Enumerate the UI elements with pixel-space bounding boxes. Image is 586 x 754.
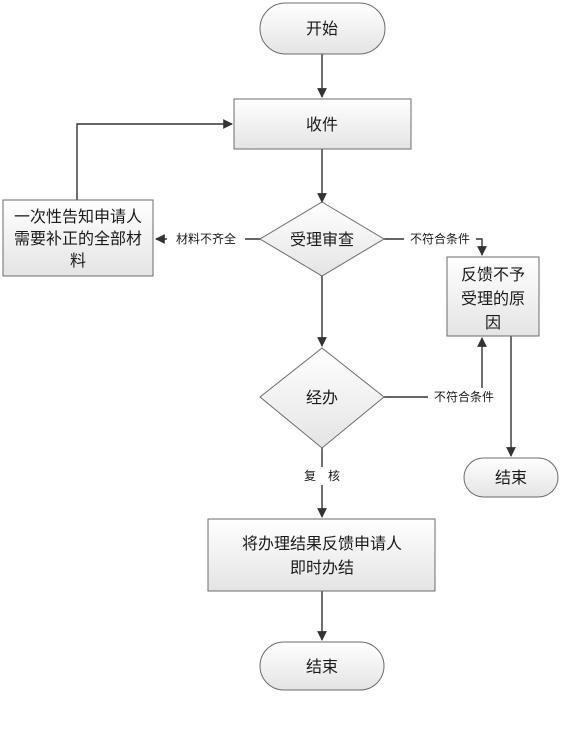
node-result-line-1: 将办理结果反馈申请人 <box>242 534 402 553</box>
node-reject-line-3: 因 <box>485 313 501 332</box>
node-review: 受理审查 <box>259 201 385 277</box>
node-receive: 收件 <box>233 98 412 150</box>
edge-notify-to-receive <box>76 119 233 200</box>
node-reject: 反馈不予 受理的原 因 <box>446 256 540 337</box>
node-notify-line-2: 需要补正的全部材 <box>14 229 142 248</box>
node-notify-line-3: 料 <box>70 251 86 270</box>
node-result-line-2: 即时办结 <box>290 558 354 577</box>
node-end-right: 结束 <box>463 457 559 498</box>
node-end-bottom-label: 结束 <box>306 657 338 676</box>
edge-label-recheck-2: 核 <box>328 469 340 483</box>
node-end-right-label: 结束 <box>495 468 527 487</box>
node-handle: 经办 <box>259 347 385 449</box>
node-reject-line-1: 反馈不予 <box>461 265 525 284</box>
edge-label-not-qualified-2: 不符合条件 <box>434 389 494 404</box>
node-notify-line-1: 一次性告知申请人 <box>14 207 142 226</box>
node-handle-label: 经办 <box>306 388 338 407</box>
node-start: 开始 <box>259 2 386 55</box>
edge-label-missing: 材料不齐全 <box>176 231 236 246</box>
node-result: 将办理结果反馈申请人 即时办结 <box>207 518 436 592</box>
node-reject-line-2: 受理的原 <box>461 289 525 308</box>
edge-label-recheck-1: 复 <box>304 469 316 483</box>
edge-label-not-qualified-1: 不符合条件 <box>410 231 470 246</box>
node-start-label: 开始 <box>306 19 338 38</box>
node-review-label: 受理审查 <box>290 230 354 249</box>
node-receive-label: 收件 <box>306 115 338 134</box>
node-notify: 一次性告知申请人 需要补正的全部材 料 <box>2 199 154 277</box>
node-end-bottom: 结束 <box>259 641 385 691</box>
